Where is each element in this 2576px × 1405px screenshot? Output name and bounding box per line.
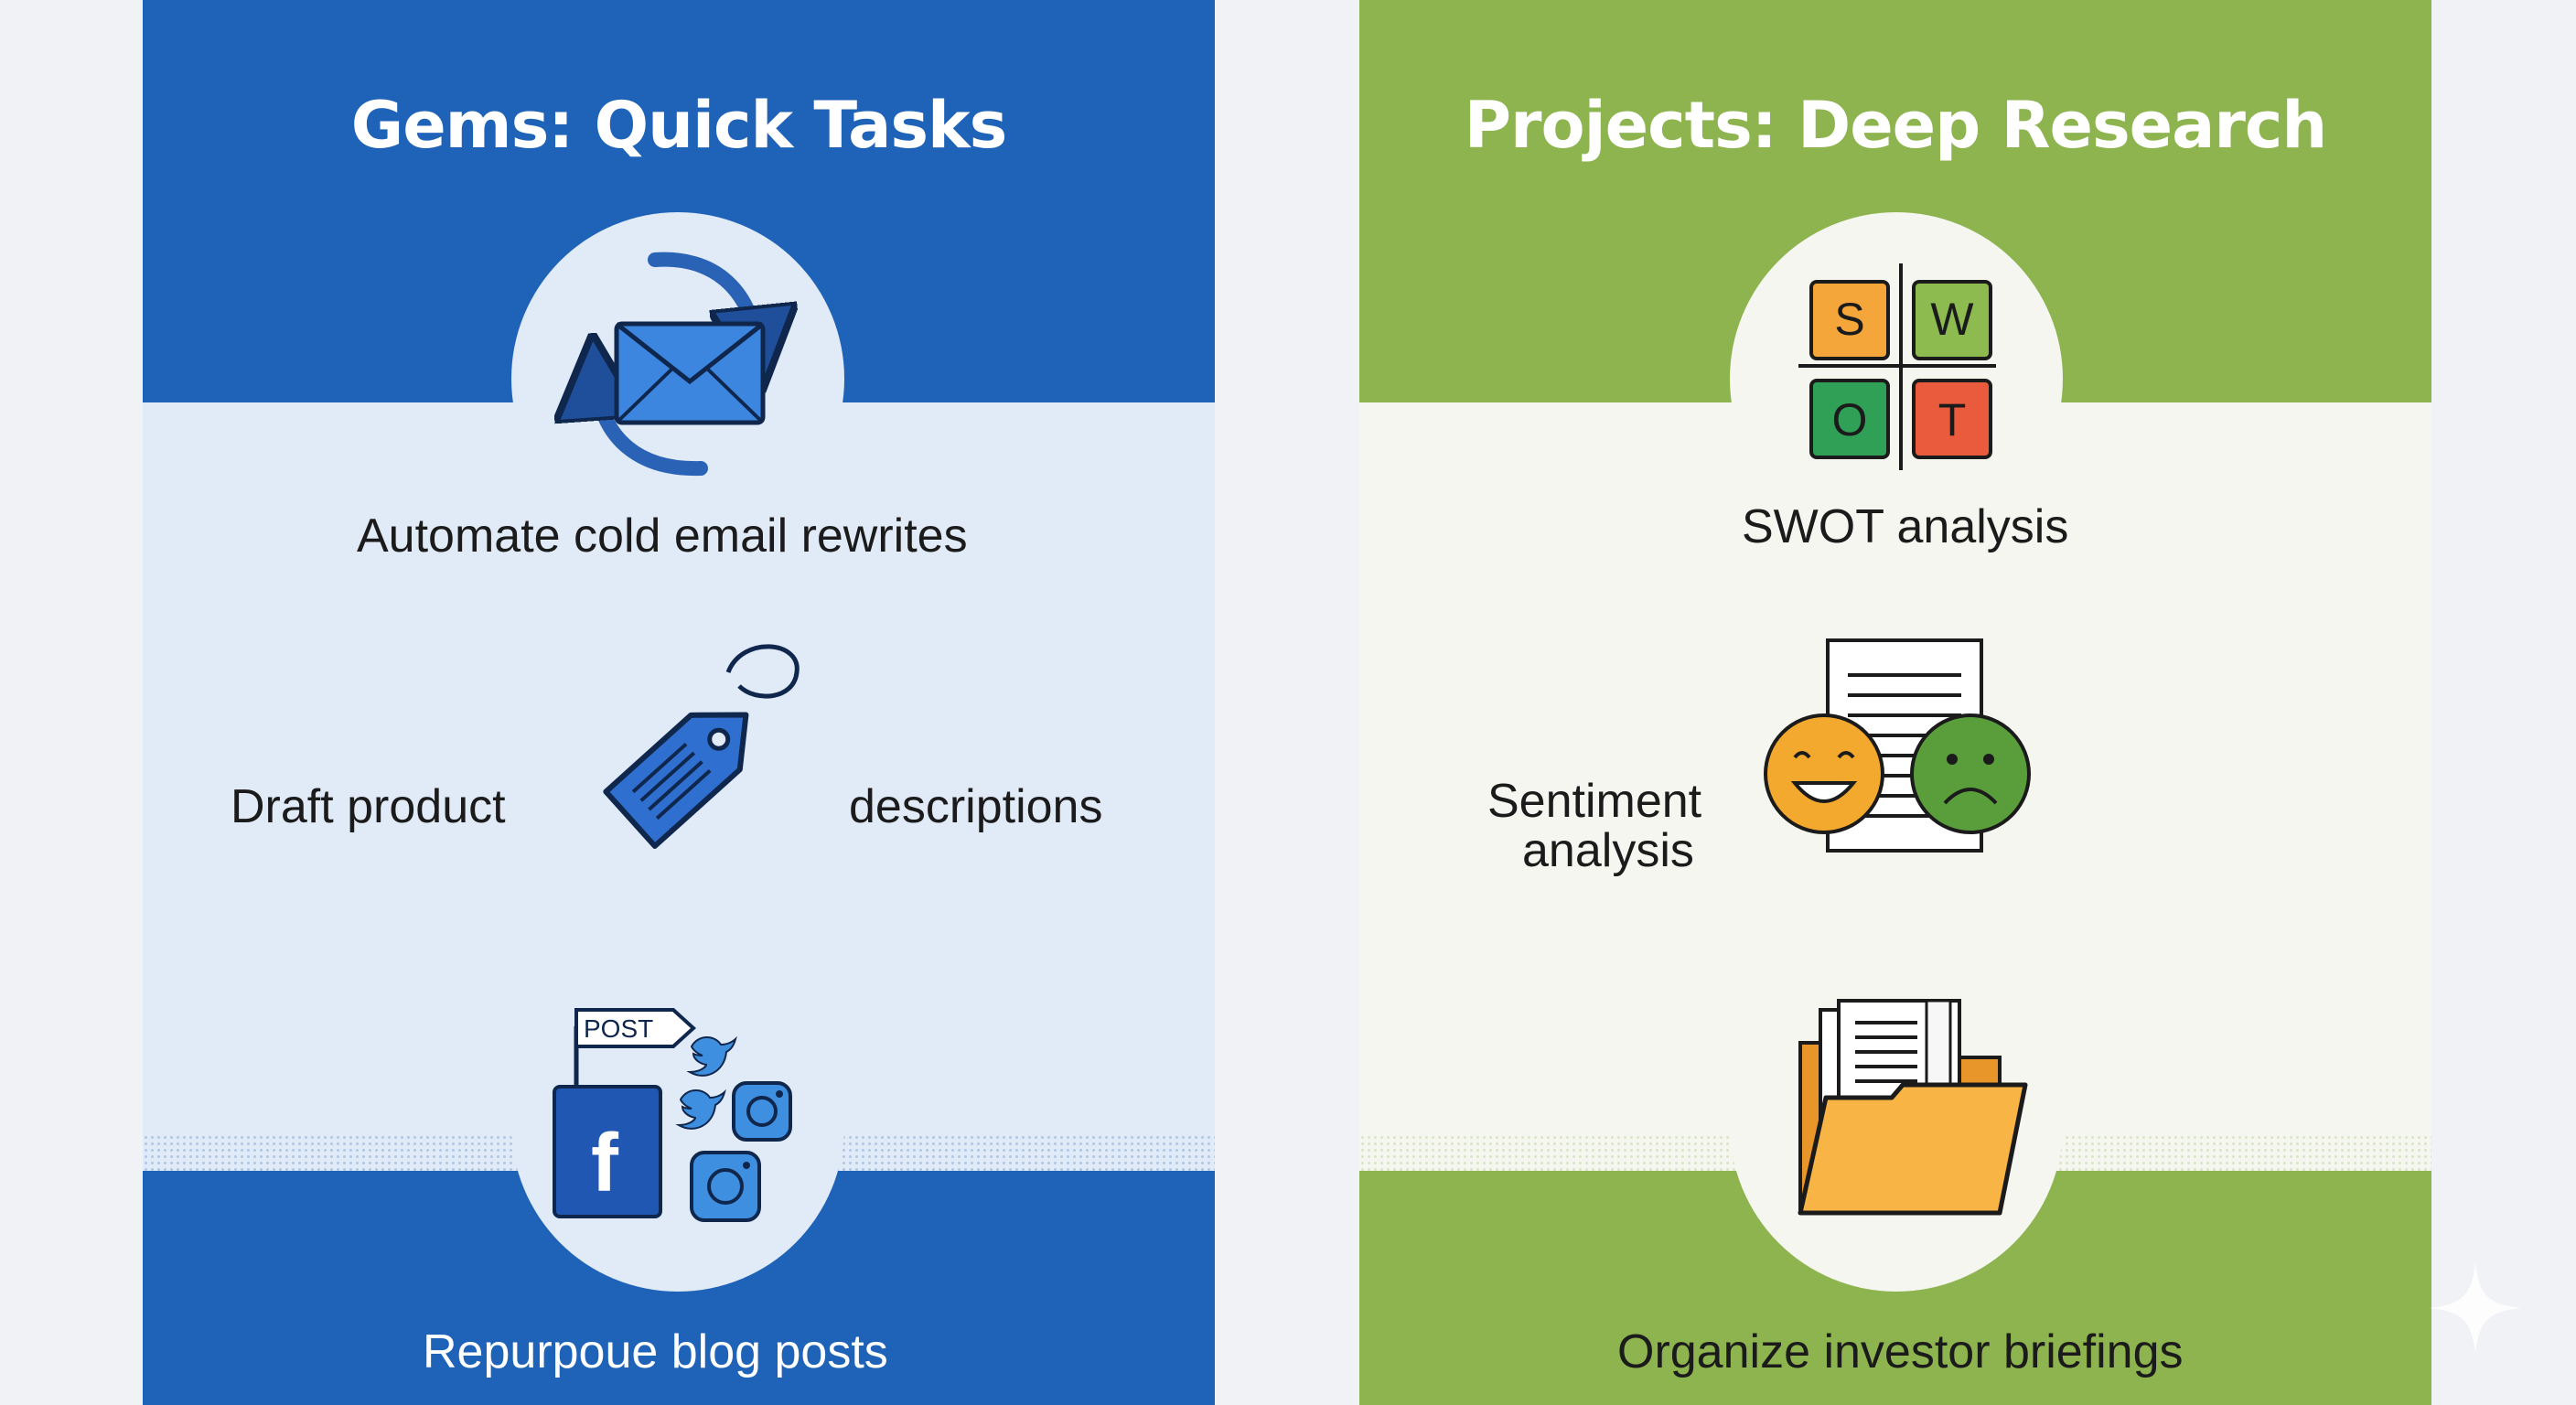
- post-sign-text: POST: [584, 1014, 653, 1043]
- gems-item-2-label-part2: descriptions: [849, 780, 1103, 833]
- projects-title: Projects: Deep Research: [1464, 88, 2328, 163]
- gems-title: Gems: Quick Tasks: [350, 88, 1008, 163]
- sentiment-faces-icon: [1764, 638, 2031, 853]
- gems-item-1-label: Automate cold email rewrites: [357, 509, 968, 563]
- price-tag-icon: [603, 644, 800, 849]
- swot-letter-o: O: [1832, 394, 1868, 445]
- projects-item-3-label: Organize investor briefings: [1617, 1325, 2184, 1378]
- projects-icon-circle-1: [1730, 212, 2063, 545]
- gems-panel: Gems: Quick Tasks Automate cold email re…: [143, 0, 1215, 1405]
- gems-item-3-label: Repurpoue blog posts: [423, 1325, 888, 1378]
- folder-documents-icon: [1798, 999, 2028, 1216]
- sparkle-icon: [2430, 1262, 2521, 1354]
- projects-item-1-label: SWOT analysis: [1742, 500, 2069, 553]
- swot-letter-s: S: [1834, 294, 1864, 345]
- projects-panel: Projects: Deep Research S W O T SWOT ana…: [1359, 0, 2431, 1405]
- facebook-letter: f: [591, 1118, 619, 1209]
- instagram-icon-2: [690, 1151, 761, 1222]
- swot-letter-w: W: [1930, 294, 1974, 345]
- bird-icon-2: [675, 1089, 726, 1130]
- gems-item-2-label-part1: Draft product: [231, 780, 506, 833]
- bird-icon-1: [686, 1035, 737, 1077]
- email-rewrite-icon: [554, 252, 801, 477]
- social-media-icon: POST f: [553, 1008, 792, 1222]
- projects-item-2-label-line2: analysis: [1522, 824, 1694, 877]
- projects-item-2-label-line1: Sentiment: [1487, 775, 1702, 828]
- swot-letter-t: T: [1938, 394, 1967, 445]
- instagram-icon-1: [732, 1081, 792, 1142]
- swot-grid-icon: S W O T: [1798, 263, 1996, 470]
